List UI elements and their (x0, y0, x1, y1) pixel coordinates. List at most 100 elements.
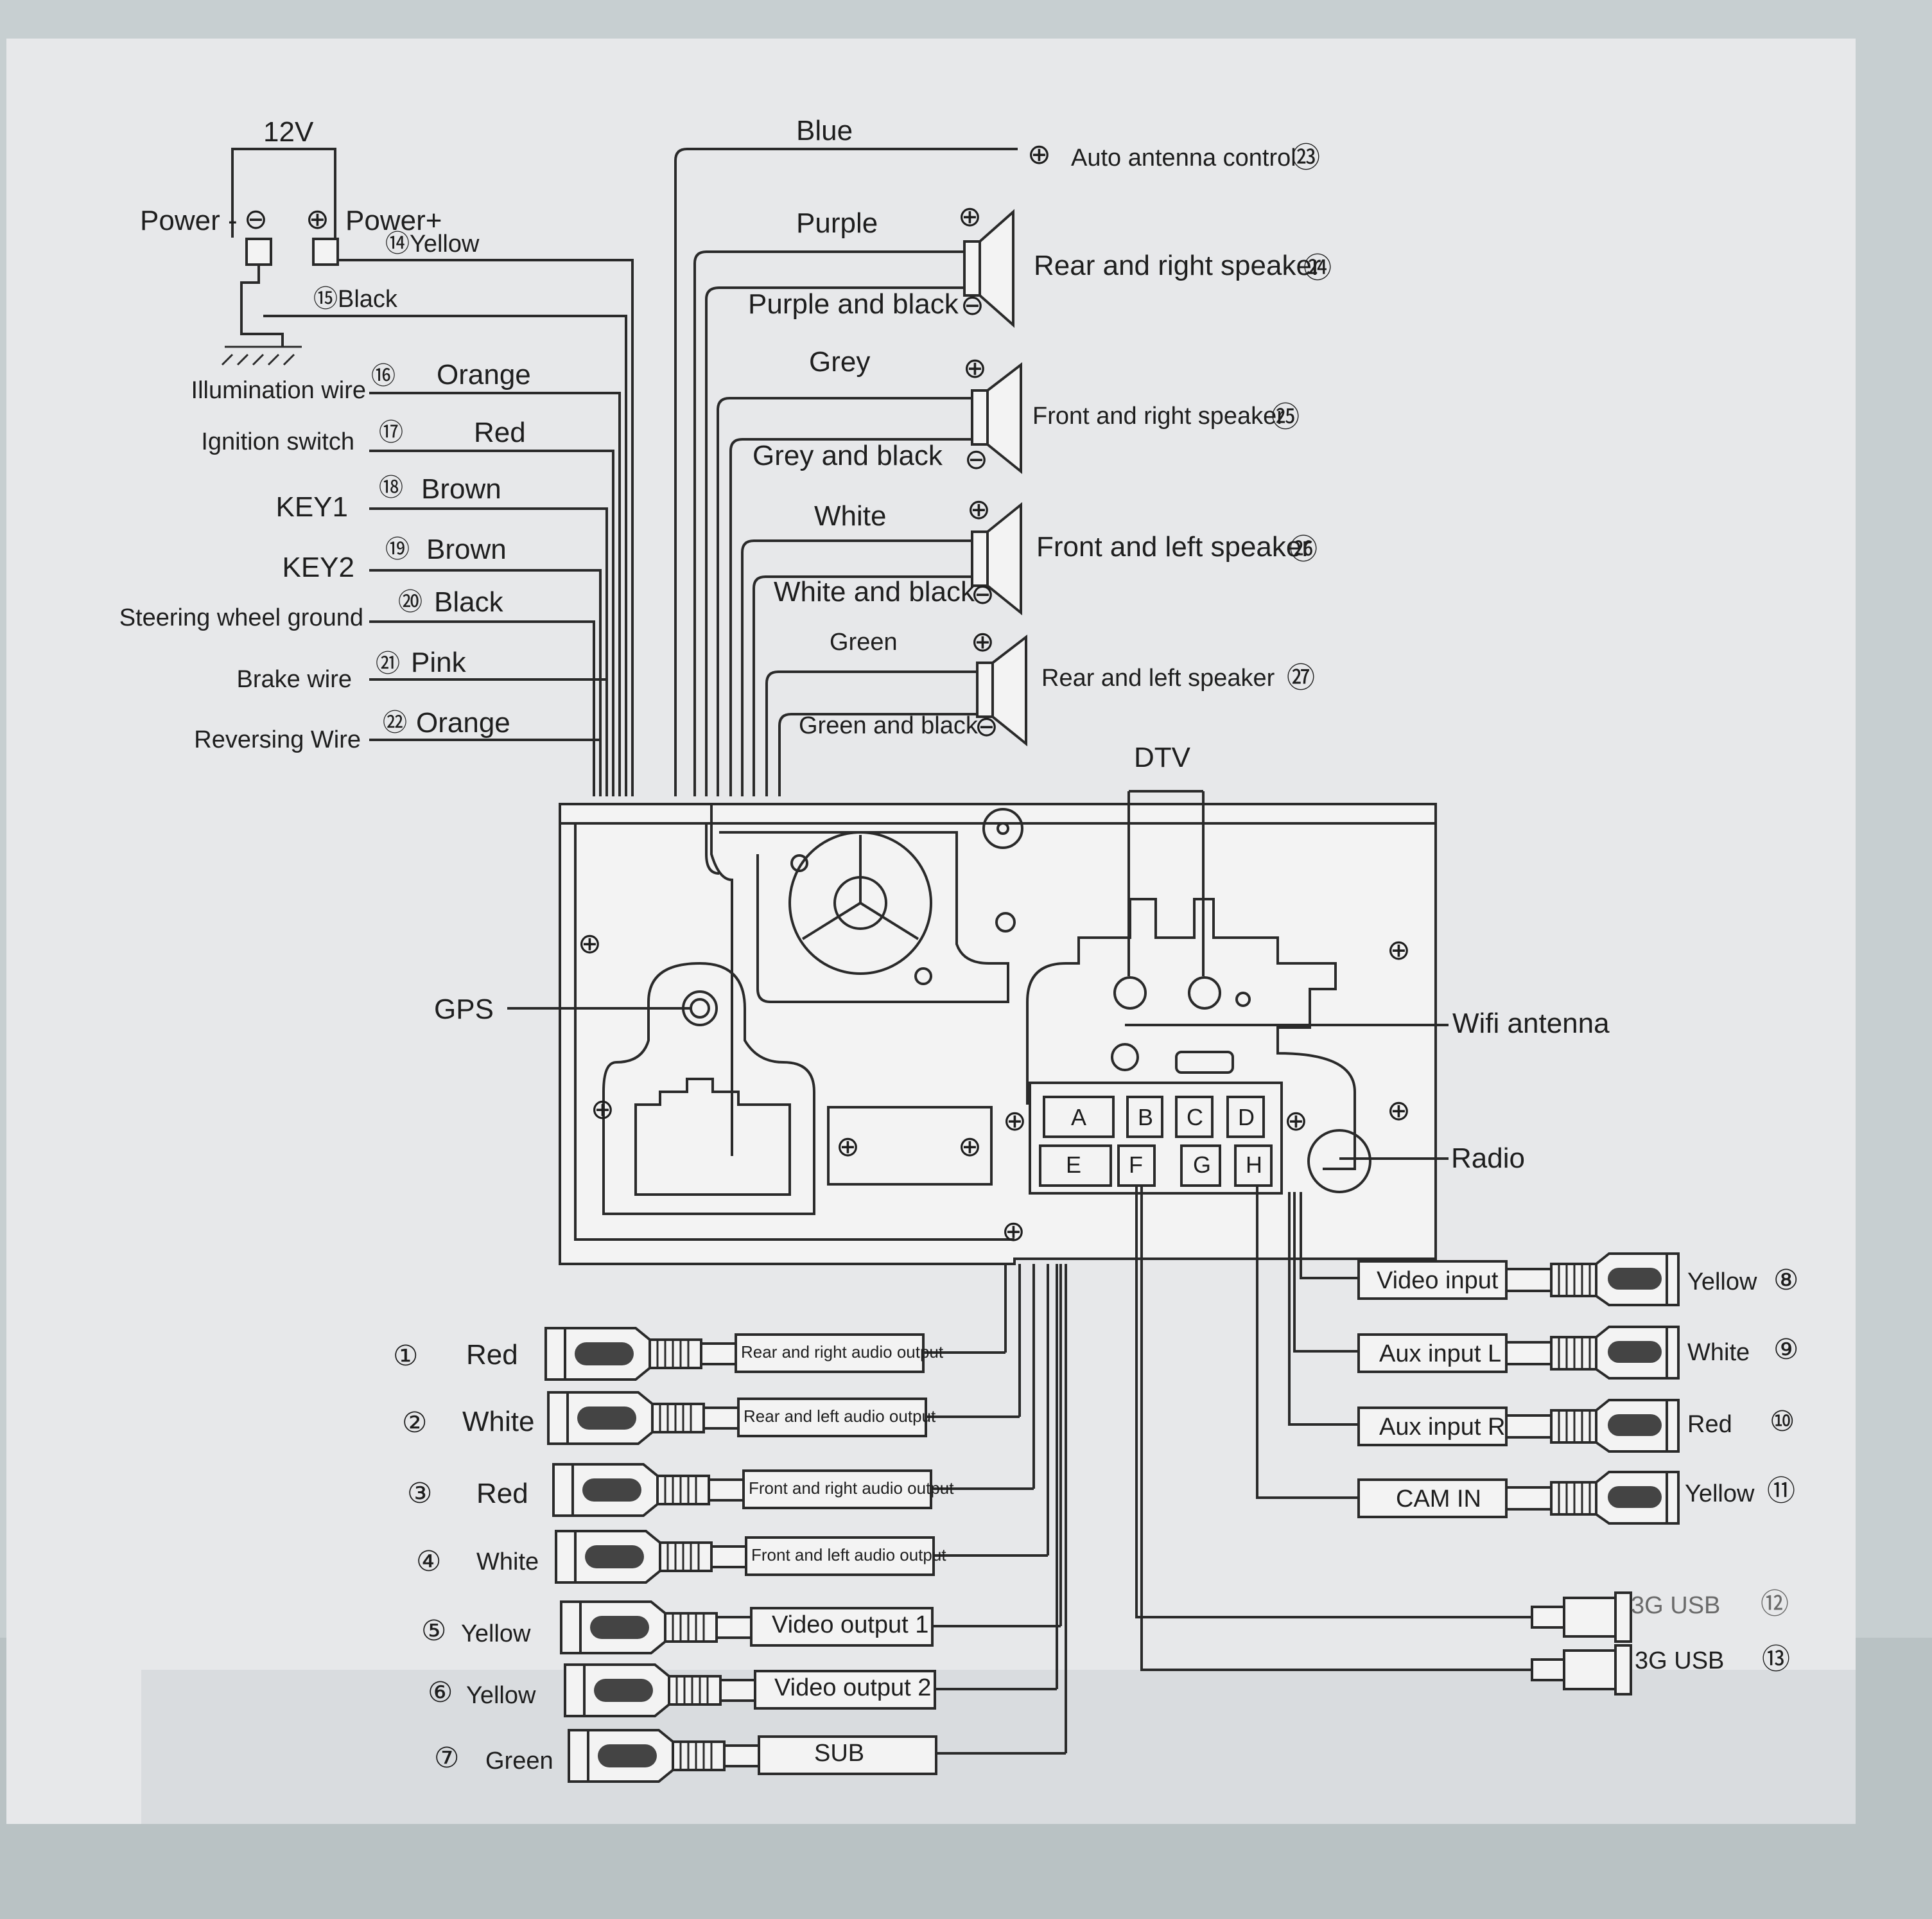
rca-out-7-num: ⑦ (434, 1742, 459, 1774)
key1-color: Brown (421, 473, 501, 505)
rca-out-2-color: White (462, 1406, 534, 1437)
rca-in-9-color: White (1687, 1339, 1750, 1366)
brake-wire-color: Pink (411, 647, 467, 678)
reversing-wire-color: Orange (416, 707, 510, 739)
ignition-switch-num: ⑰ (379, 419, 403, 446)
rca-output-group: ① Red Rear and right audio output ② Whit… (393, 1264, 1067, 1783)
dtv-connector-2[interactable] (1188, 976, 1221, 1010)
speaker-26-neg: White and black (774, 576, 975, 608)
rca-in-10-label: Aux input R (1379, 1414, 1505, 1441)
speaker-26-label: Front and left speaker (1036, 531, 1311, 563)
speaker-25-pos: Grey (809, 346, 870, 378)
rca-out-7-label: SUB (814, 1740, 864, 1767)
key1-num: ⑱ (379, 475, 403, 502)
key1-label: KEY1 (275, 491, 348, 523)
port-E[interactable]: E (1039, 1144, 1112, 1187)
screw-icon: ⊕ (1002, 1216, 1025, 1247)
port-G[interactable]: G (1180, 1144, 1221, 1187)
port-F-label: F (1129, 1152, 1143, 1178)
usb-1-num: ⑫ (1761, 1588, 1789, 1620)
port-B[interactable]: B (1126, 1096, 1163, 1138)
black-wire-label: ⑮Black (313, 286, 398, 313)
rca-in-10-color: Red (1687, 1411, 1732, 1438)
gps-label: GPS (434, 994, 494, 1025)
rca-in-8-num: ⑧ (1773, 1265, 1798, 1296)
antenna-label: Auto antenna control (1071, 145, 1296, 171)
key2-num: ⑲ (385, 536, 410, 563)
rca-in-9-label: Aux input L (1379, 1340, 1501, 1367)
brake-wire-label: Brake wire (237, 666, 352, 693)
rca-out-2-label: Rear and left audio output (744, 1406, 936, 1426)
wifi-label: Wifi antenna (1452, 1008, 1610, 1039)
rca-in-9-num: ⑨ (1773, 1334, 1798, 1365)
port-C-label: C (1187, 1104, 1203, 1130)
left-wire-group: Illumination wire ⑯ Orange Ignition swit… (119, 359, 621, 796)
rca-out-4-color: White (476, 1548, 539, 1575)
speaker-24-plus-icon: ⊕ (958, 201, 982, 232)
dtv-connector-1[interactable] (1113, 976, 1147, 1010)
ground-icon (221, 346, 302, 366)
screw-icon: ⊕ (836, 1131, 860, 1162)
steering-ground-num: ⑳ (398, 589, 422, 616)
speaker-26-pos: White (814, 500, 886, 532)
reversing-wire-label: Reversing Wire (194, 726, 361, 753)
wifi-connector[interactable] (1111, 1043, 1139, 1071)
usb-2-label: 3G USB (1635, 1647, 1724, 1674)
steering-ground-label: Steering wheel ground (119, 604, 363, 631)
speaker-27-num: ㉗ (1287, 662, 1315, 694)
speaker-25-neg: Grey and black (753, 440, 943, 471)
speaker-24-label: Rear and right speaker (1034, 250, 1321, 281)
usb-1-label: 3G USB (1631, 1592, 1720, 1619)
port-A[interactable]: A (1043, 1096, 1115, 1138)
radio-label: Radio (1451, 1143, 1525, 1174)
speaker-27-neg: Green and black (799, 712, 979, 739)
port-G-label: G (1193, 1152, 1211, 1178)
rca-out-3-num: ③ (407, 1478, 432, 1509)
speaker-27-minus-icon: ⊖ (975, 711, 998, 742)
port-D[interactable]: D (1226, 1096, 1265, 1138)
rca-in-10-num: ⑩ (1770, 1406, 1795, 1437)
power-plus-label: Power+ (345, 205, 442, 236)
speaker-25-plus-icon: ⊕ (963, 353, 987, 384)
voltage-label: 12V (263, 116, 314, 148)
rca-out-1-color: Red (466, 1339, 518, 1371)
screw-icon: ⊕ (1387, 934, 1411, 966)
screw-icon: ⊕ (1003, 1105, 1027, 1137)
yellow-wire-label: ⑭Yellow (385, 231, 480, 258)
screw-icon: ⊕ (578, 928, 602, 960)
antenna-num: ㉓ (1292, 142, 1320, 173)
rca-out-1-label: Rear and right audio output (741, 1342, 944, 1362)
port-H[interactable]: H (1234, 1144, 1273, 1187)
screw-icon: ⊕ (958, 1131, 982, 1162)
screw-icon: ⊕ (1284, 1105, 1308, 1137)
ignition-switch-label: Ignition switch (201, 428, 354, 455)
usb-group: 3G USB ⑫ 3G USB ⑬ (1531, 1588, 1790, 1696)
speaker-wire-group: Blue ⊕ Auto antenna control ㉓ ⊕ ⊖ Purple… (674, 115, 1332, 796)
speaker-24-minus-icon: ⊖ (961, 290, 984, 321)
speaker-26-num: ㉖ (1289, 534, 1318, 565)
usb-2-num: ⑬ (1762, 1643, 1790, 1675)
power-minus-label: Power - (140, 205, 238, 236)
port-H-label: H (1246, 1152, 1262, 1178)
illumination-wire-num: ⑯ (371, 363, 396, 390)
port-A-label: A (1071, 1104, 1086, 1130)
port-C[interactable]: C (1175, 1096, 1214, 1138)
rca-input-group: Video input Yellow ⑧ Aux input L White ⑨… (1135, 1186, 1798, 1671)
radio-connector[interactable] (1307, 1129, 1371, 1193)
speaker-25-minus-icon: ⊖ (964, 444, 988, 475)
reversing-wire-num: ㉒ (383, 710, 407, 737)
port-F[interactable]: F (1117, 1144, 1156, 1187)
rca-out-3-label: Front and right audio output (749, 1478, 954, 1498)
rca-out-1-num: ① (393, 1340, 418, 1372)
screw-icon: ⊕ (591, 1094, 614, 1125)
rca-out-6-color: Yellow (466, 1682, 536, 1709)
key2-color: Brown (426, 534, 507, 565)
rca-out-6-label: Video output 2 (774, 1674, 931, 1701)
speaker-25-label: Front and right speaker (1032, 403, 1285, 430)
ignition-switch-color: Red (474, 417, 526, 448)
illumination-wire-color: Orange (437, 359, 531, 390)
speaker-27-label: Rear and left speaker (1041, 665, 1275, 692)
rca-out-5-num: ⑤ (421, 1615, 446, 1647)
rca-out-6-num: ⑥ (428, 1677, 453, 1708)
